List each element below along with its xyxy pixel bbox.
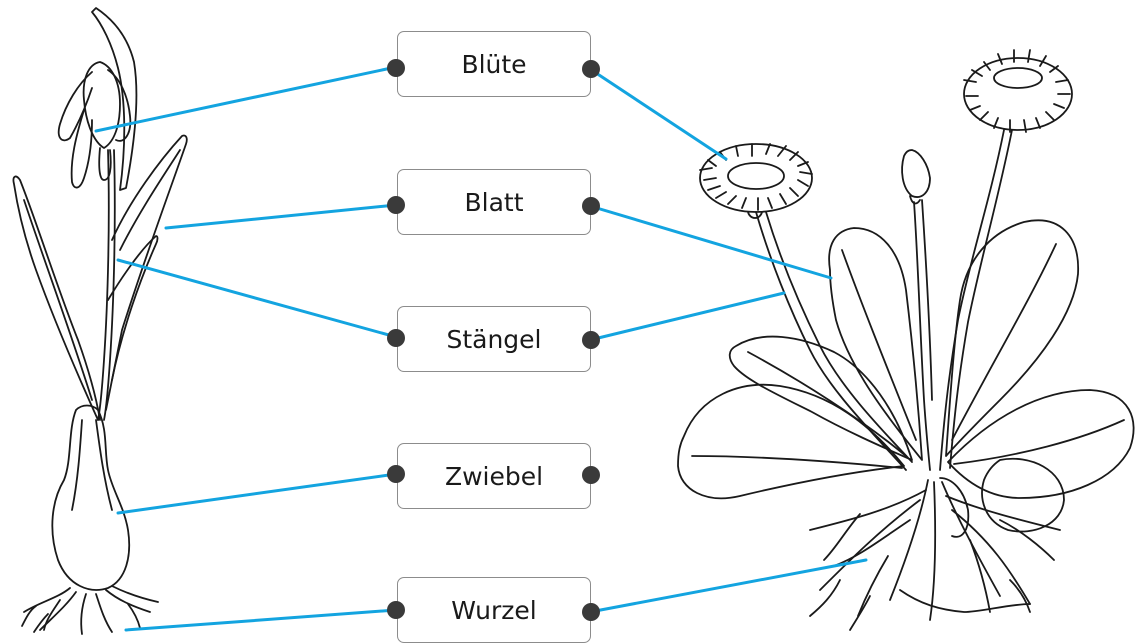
dot-zwiebel-left[interactable] [387, 465, 405, 483]
connector-zwiebel-snowdrop [116, 472, 398, 515]
label-wurzel: Wurzel [451, 595, 537, 625]
daisy-leaf-small-right [981, 457, 1065, 533]
snowdrop-roots [21, 585, 159, 635]
daisy-leaf-top-right [945, 219, 1079, 457]
daisy-leaf-left [728, 335, 913, 461]
snowdrop-bulb [51, 404, 131, 591]
daisy-bud [901, 149, 931, 198]
snowdrop-illustration [12, 7, 188, 635]
connector-wurzel-daisy [588, 558, 868, 614]
daisy-leaf-upper [828, 227, 923, 461]
daisy-stem-bud [913, 201, 931, 471]
snowdrop-leaf-right [105, 134, 188, 411]
snowdrop-spathe [91, 7, 138, 191]
dot-bluete-left[interactable] [387, 59, 405, 77]
label-box-bluete: Blüte [397, 31, 591, 97]
daisy-flower-left [699, 143, 813, 219]
daisy-leaf-right [947, 389, 1135, 499]
daisy-illustration [677, 49, 1135, 631]
dot-blatt-right[interactable] [582, 197, 600, 215]
snowdrop-flower [82, 61, 121, 149]
dot-bluete-right[interactable] [582, 60, 600, 78]
dot-wurzel-left[interactable] [387, 601, 405, 619]
daisy-leaf-bottom-left [677, 383, 905, 500]
connector-wurzel-snowdrop [124, 608, 398, 632]
connector-staengel-snowdrop [116, 258, 398, 339]
daisy-roots [809, 479, 1061, 631]
dot-staengel-left[interactable] [387, 329, 405, 347]
snowdrop-stem [97, 149, 110, 421]
connector-bluete-daisy [588, 67, 728, 161]
dot-staengel-right[interactable] [582, 331, 600, 349]
snowdrop-leaf-left [12, 175, 101, 421]
connector-blatt-daisy [588, 204, 833, 280]
dot-blatt-left[interactable] [387, 196, 405, 214]
label-staengel: Stängel [446, 324, 542, 354]
label-blatt: Blatt [464, 187, 524, 217]
daisy-flower-right [963, 49, 1073, 133]
dot-zwiebel-right[interactable] [582, 466, 600, 484]
label-box-zwiebel: Zwiebel [397, 443, 591, 509]
connector-staengel-daisy [588, 291, 786, 342]
label-zwiebel: Zwiebel [444, 461, 544, 491]
connector-bluete-snowdrop [94, 65, 398, 133]
label-box-blatt: Blatt [397, 169, 591, 235]
dot-wurzel-right[interactable] [582, 603, 600, 621]
label-bluete: Blüte [461, 49, 527, 79]
connector-blatt-snowdrop [164, 203, 398, 230]
label-box-wurzel: Wurzel [397, 577, 591, 643]
label-box-staengel: Stängel [397, 306, 591, 372]
